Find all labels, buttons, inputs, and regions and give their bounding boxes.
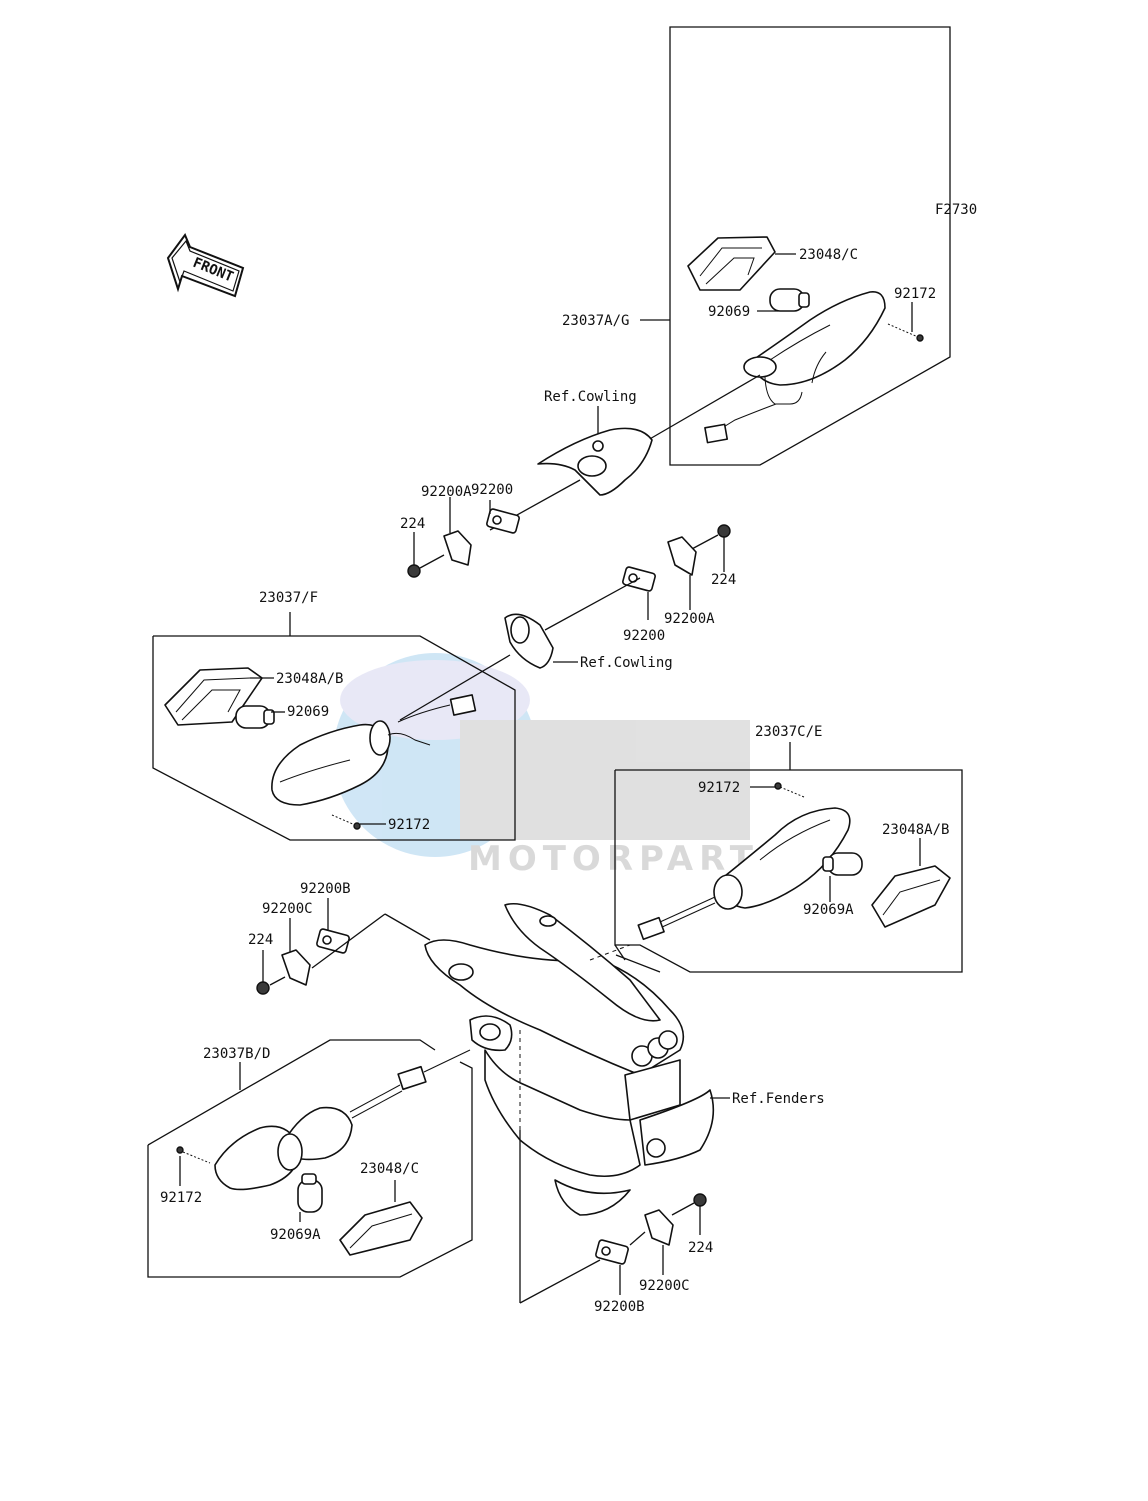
lens-23048C xyxy=(687,236,776,291)
fasteners-upper: 92200 92200A 224 xyxy=(400,482,520,578)
rear-fender: Ref.Fenders xyxy=(424,902,825,1304)
fasteners-lower: 224 92200C 92200B xyxy=(594,1193,713,1315)
fasteners-middle: 224 92200A 92200 xyxy=(544,524,736,644)
screw-92172-c xyxy=(331,814,361,830)
label-92172-f: 92172 xyxy=(160,1190,202,1206)
label-92200-a: 92200 xyxy=(471,482,513,498)
label-224-a: 224 xyxy=(400,516,425,532)
bulb-92069 xyxy=(769,288,810,312)
label-23037CE: 23037C/E xyxy=(755,724,822,740)
label-92200A-b: 92200A xyxy=(664,611,715,627)
watermark: MOTORPARTS xyxy=(333,653,783,879)
label-23048C-f: 23048/C xyxy=(360,1161,419,1177)
label-92069-c: 92069 xyxy=(287,704,329,720)
box-23037F xyxy=(152,635,516,841)
screw-92172-f xyxy=(176,1146,211,1164)
label-92200B-h: 92200B xyxy=(594,1299,645,1315)
label-23037AG: 23037A/G xyxy=(562,313,629,329)
box-23037AG xyxy=(669,26,951,466)
front-arrow-icon: FRONT xyxy=(166,232,245,298)
watermark-letters xyxy=(460,720,750,840)
label-92069A-d: 92069A xyxy=(803,902,854,918)
label-92172-d: 92172 xyxy=(698,780,740,796)
fasteners-left: 92200B 92200C 224 xyxy=(248,881,431,995)
group-23037AG: 23048/C 92069 92172 23037A/G xyxy=(562,26,951,466)
label-92069A-f: 92069A xyxy=(270,1227,321,1243)
signal-body-23037F xyxy=(271,694,477,806)
label-92200C-h: 92200C xyxy=(639,1278,690,1294)
bulb-92069A-d xyxy=(822,852,863,876)
group-23037F: 23037/F 23048A/B 92069 xyxy=(152,590,516,841)
lens-23048AB-d xyxy=(871,865,951,928)
label-92172-a: 92172 xyxy=(894,286,936,302)
screw-92172-d xyxy=(774,782,805,798)
label-23037BD: 23037B/D xyxy=(203,1046,270,1062)
watermark-globe-icon xyxy=(333,653,537,857)
lens-23048C-f xyxy=(339,1201,423,1256)
label-92069-a: 92069 xyxy=(708,304,750,320)
bulb-92069-c xyxy=(235,705,275,729)
group-23037CE: 23037C/E 92172 23048A/B 92069A xyxy=(614,724,963,973)
label-reffenders: Ref.Fenders xyxy=(732,1091,825,1107)
label-92172-c: 92172 xyxy=(388,817,430,833)
label-224-h: 224 xyxy=(688,1240,713,1256)
label-23048C-a: 23048/C xyxy=(799,247,858,263)
diagram-code: F2730 xyxy=(935,202,977,218)
label-92200A-a: 92200A xyxy=(421,484,472,500)
label-224-b: 224 xyxy=(711,572,736,588)
label-refcowling-upper: Ref.Cowling xyxy=(544,389,637,405)
cowling-middle: Ref.Cowling xyxy=(399,613,673,721)
signal-body-23037CE xyxy=(637,807,851,941)
signal-body-23037BD xyxy=(214,1049,471,1191)
cowling-upper: Ref.Cowling xyxy=(489,389,653,531)
signal-body-23037AG xyxy=(704,291,886,444)
box-23037BD xyxy=(147,1061,473,1278)
label-refcowling-middle: Ref.Cowling xyxy=(580,655,673,671)
label-23048AB-c: 23048A/B xyxy=(276,671,343,687)
screw-92172-a xyxy=(887,323,924,342)
label-23048AB-d: 23048A/B xyxy=(882,822,949,838)
label-23037F: 23037/F xyxy=(259,590,318,606)
bulb-92069A-f xyxy=(297,1173,323,1213)
label-92200C-e: 92200C xyxy=(262,901,313,917)
label-92200-b: 92200 xyxy=(623,628,665,644)
label-92200B-e: 92200B xyxy=(300,881,351,897)
group-23037BD: 23037B/D 92172 92069A 23048/C xyxy=(147,1039,473,1278)
label-224-e: 224 xyxy=(248,932,273,948)
